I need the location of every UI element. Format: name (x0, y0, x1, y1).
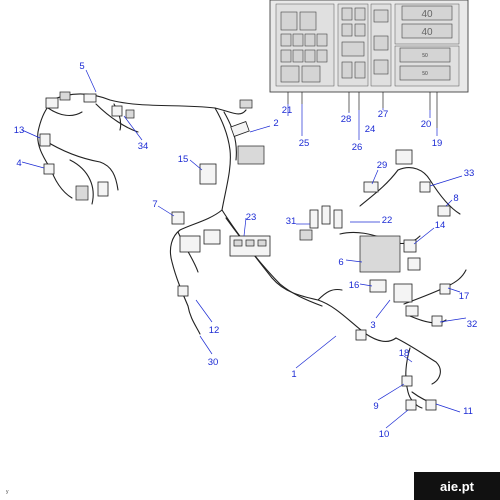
callout-15: 15 (178, 154, 189, 165)
callout-4: 4 (16, 158, 21, 169)
callout-34: 34 (138, 141, 149, 152)
corner-mark: y (6, 489, 9, 495)
maxi-fuse-label: 40 (421, 27, 433, 38)
callout-17: 17 (459, 291, 470, 302)
callout-27: 27 (378, 109, 389, 120)
maxi-fuse-label: 40 (421, 9, 433, 20)
callout-23: 23 (246, 212, 257, 223)
callout-24: 24 (365, 124, 376, 135)
harness-components (39, 91, 451, 411)
watermark-badge: aie.pt (414, 472, 500, 500)
callout-33: 33 (464, 168, 475, 179)
maxi-fuse-label: 50 (422, 71, 428, 77)
callout-29: 29 (377, 160, 388, 171)
callout-16: 16 (349, 280, 360, 291)
callout-21: 21 (282, 105, 293, 116)
callout-1: 1 (291, 369, 296, 380)
callout-labels: 21 25 28 24 26 27 20 19 5 13 4 34 2 15 7… (14, 61, 478, 440)
callout-32: 32 (467, 319, 478, 330)
fuse-box-inset: 40 40 50 50 (269, 0, 469, 128)
callout-14: 14 (435, 220, 446, 231)
callout-18: 18 (399, 348, 410, 359)
callout-31: 31 (286, 216, 297, 227)
callout-2: 2 (273, 118, 278, 129)
callout-11: 11 (463, 406, 473, 417)
callout-30: 30 (208, 357, 219, 368)
callout-8: 8 (453, 193, 458, 204)
callout-3: 3 (370, 320, 375, 331)
watermark-text: aie.pt (440, 479, 475, 494)
callout-26: 26 (352, 142, 363, 153)
callout-22: 22 (382, 215, 393, 226)
callout-9: 9 (373, 401, 378, 412)
callout-12: 12 (209, 325, 220, 336)
maxi-fuse-label: 50 (422, 53, 428, 59)
callout-7: 7 (152, 199, 157, 210)
callout-13: 13 (14, 125, 25, 136)
leader-lines (21, 69, 467, 429)
callout-28: 28 (341, 114, 352, 125)
callout-5: 5 (79, 61, 84, 72)
callout-20: 20 (421, 119, 432, 130)
callout-25: 25 (299, 138, 310, 149)
callout-6: 6 (338, 257, 343, 268)
callout-10: 10 (379, 429, 390, 440)
callout-19: 19 (432, 138, 443, 149)
